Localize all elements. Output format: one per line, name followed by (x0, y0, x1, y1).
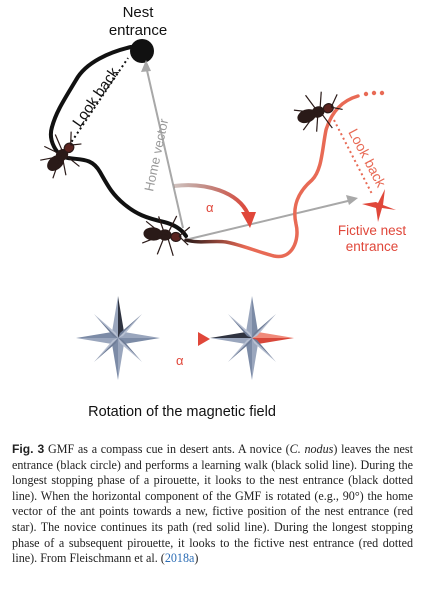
figure-caption: Fig. 3 GMF as a compass cue in desert an… (12, 442, 413, 567)
ant-2-icon (141, 215, 191, 256)
look-back-dotted-line-black (65, 57, 129, 151)
nest-entrance-label-line2: entrance (109, 22, 167, 39)
compass-rose-left-icon (76, 296, 160, 380)
species-name: C. nodus (289, 442, 334, 456)
nest-entrance-label-line1: Nest (123, 4, 155, 21)
alpha-label-compass: α (176, 353, 184, 368)
home-vector-arrow (145, 65, 184, 229)
alpha-rotation-arrowhead (241, 212, 256, 228)
path-dot-1 (363, 91, 369, 97)
look-back-label-left: Look back (69, 64, 122, 130)
ant-1-icon (40, 131, 82, 179)
citation-link[interactable]: 2018a (164, 551, 195, 566)
fictive-nest-label-line1: Fictive nest (338, 223, 407, 238)
continued-path-red (184, 94, 360, 259)
figure-label: Fig. 3 (12, 442, 45, 456)
path-dot-2 (371, 90, 377, 96)
home-vector-arrowhead (141, 60, 151, 72)
learning-walk-path (49, 45, 188, 238)
alpha-label-top: α (206, 200, 214, 215)
fictive-vector-arrowhead (346, 195, 358, 205)
fictive-vector-arrow (184, 199, 353, 241)
caption-text-1: GMF as a compass cue in desert ants. A n… (44, 442, 290, 456)
look-back-label-right: Look back (345, 126, 390, 191)
alpha-rotation-arrow (173, 183, 250, 215)
rotation-caption: Rotation of the magnetic field (88, 404, 276, 420)
look-back-dotted-line-red (333, 119, 373, 195)
fictive-nest-star (362, 189, 396, 222)
fictive-nest-label-line2: entrance (346, 239, 399, 254)
path-dot-3 (379, 90, 385, 96)
figure-illustration: Nest entrance Home vector Look back Look… (40, 4, 407, 420)
caption-text-2: ) leaves the nest entrance (black circle… (12, 442, 413, 566)
caption-text-3: ) (194, 551, 199, 566)
ant-3-icon (293, 91, 343, 132)
nest-entrance-circle (130, 39, 154, 63)
compass-rotation-arrowhead (198, 332, 210, 346)
compass-rose-right-icon (210, 296, 294, 380)
